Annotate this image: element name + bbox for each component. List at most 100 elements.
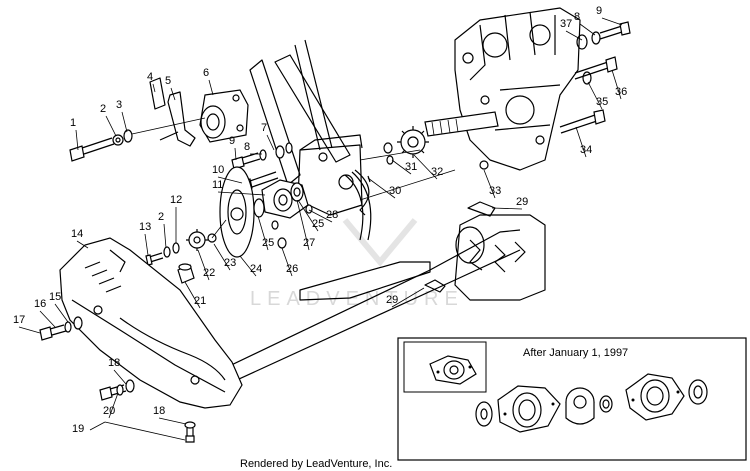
- callout-c23: 23: [224, 257, 236, 269]
- callout-c3: 3: [116, 99, 122, 111]
- callout-c30: 30: [389, 185, 401, 197]
- engine-fasteners: [479, 21, 631, 170]
- leader-line: [121, 111, 128, 133]
- leader-line: [105, 115, 117, 137]
- callout-c28: 28: [326, 209, 338, 221]
- leader-line: [75, 129, 79, 151]
- callout-c14: 14: [71, 228, 83, 240]
- leader-line: [483, 169, 496, 199]
- leader-line: [217, 176, 243, 184]
- callout-c8a: 8: [244, 141, 250, 153]
- callout-c11a: 11: [212, 179, 223, 191]
- leader-line: [76, 240, 89, 249]
- callout-c34: 34: [580, 144, 592, 156]
- engine-block: [424, 7, 581, 171]
- leader-line: [257, 215, 269, 251]
- watermark: LEADVENTURE: [250, 218, 464, 310]
- leader-line: [308, 209, 333, 223]
- callout-c2a: 2: [100, 103, 106, 115]
- small-sprocket: [145, 219, 227, 266]
- leader-line: [611, 69, 622, 100]
- callout-c9b: 9: [596, 5, 602, 17]
- callout-c22: 22: [203, 267, 215, 279]
- callout-c37: 37: [560, 18, 572, 30]
- callout-c24: 24: [250, 263, 262, 275]
- callout-c9a: 9: [229, 135, 235, 147]
- leader-line: [184, 281, 201, 309]
- leader-line: [158, 417, 187, 425]
- leader-line: [239, 255, 257, 277]
- leader-line: [234, 147, 237, 161]
- chain-guard: [59, 237, 243, 409]
- leader-line: [413, 154, 438, 180]
- callout-c26: 26: [286, 263, 298, 275]
- leader-line: [152, 83, 156, 93]
- leader-line: [108, 392, 119, 419]
- leader-line: [113, 369, 127, 385]
- footer-credit: Rendered by LeadVenture, Inc.: [240, 458, 392, 470]
- callout-c25b: 25: [312, 218, 324, 230]
- callout-c4: 4: [147, 71, 153, 83]
- callout-c18a: 18: [108, 357, 120, 369]
- callout-c35: 35: [596, 96, 608, 108]
- leader-line: [296, 199, 310, 251]
- spacer-sleeve: [177, 263, 195, 284]
- leader-line: [197, 249, 210, 281]
- leader-line: [54, 303, 69, 323]
- drive-sprocket: [383, 126, 429, 165]
- callout-c27a: 27: [303, 237, 315, 249]
- guard-fasteners-bottom: [89, 379, 196, 443]
- guard-fasteners-left: [39, 316, 83, 341]
- bearing-housing: [149, 77, 249, 147]
- callout-c8b: 8: [574, 11, 580, 23]
- callout-c1: 1: [70, 117, 76, 129]
- inset-panel: After January 1, 1997: [397, 337, 747, 461]
- callout-c18b: 18: [153, 405, 165, 417]
- callout-c25a: 25: [262, 237, 274, 249]
- callout-c21: 21: [194, 295, 206, 307]
- callout-c19: 19: [72, 423, 84, 435]
- inset-note: After January 1, 1997: [523, 347, 628, 359]
- callout-c32: 32: [431, 166, 443, 178]
- callout-c2b: 2: [158, 211, 164, 223]
- frame: [199, 39, 546, 391]
- callout-c6: 6: [203, 67, 209, 79]
- leader-line: [579, 23, 596, 36]
- callout-c17: 17: [13, 314, 25, 326]
- callout-c31: 31: [405, 161, 417, 173]
- leader-line: [208, 79, 214, 96]
- leader-line: [213, 243, 231, 271]
- leader-line: [18, 326, 41, 334]
- svg-text:LEADVENTURE: LEADVENTURE: [250, 288, 464, 310]
- leader-line: [391, 159, 412, 175]
- callout-c12: 12: [170, 194, 182, 206]
- leader-line: [163, 223, 167, 249]
- callout-c33: 33: [489, 185, 501, 197]
- leader-line: [39, 310, 56, 328]
- callout-c29b: 29: [386, 294, 398, 306]
- callout-c20: 20: [103, 405, 115, 417]
- callout-c29a: 29: [516, 196, 528, 208]
- leader-line: [367, 177, 396, 199]
- callout-c15: 15: [49, 291, 61, 303]
- callout-c36: 36: [615, 86, 627, 98]
- leader-line: [391, 287, 425, 308]
- bolt-stack-upper-left: [69, 117, 206, 162]
- callout-c7: 7: [261, 122, 267, 134]
- leader-line: [491, 207, 523, 210]
- leader-line: [281, 247, 293, 277]
- leader-line: [601, 17, 623, 26]
- leader-line: [565, 30, 583, 41]
- callout-c16: 16: [34, 298, 46, 310]
- leader-line: [266, 134, 275, 151]
- leader-line: [587, 81, 603, 110]
- clutch-assembly: [219, 166, 313, 258]
- callout-c5: 5: [165, 75, 171, 87]
- callout-c10: 10: [212, 164, 224, 176]
- leader-line: [170, 87, 176, 101]
- leader-line: [297, 199, 319, 232]
- leader-line: [217, 191, 266, 196]
- callout-c13: 13: [139, 221, 151, 233]
- leader-line: [144, 233, 149, 256]
